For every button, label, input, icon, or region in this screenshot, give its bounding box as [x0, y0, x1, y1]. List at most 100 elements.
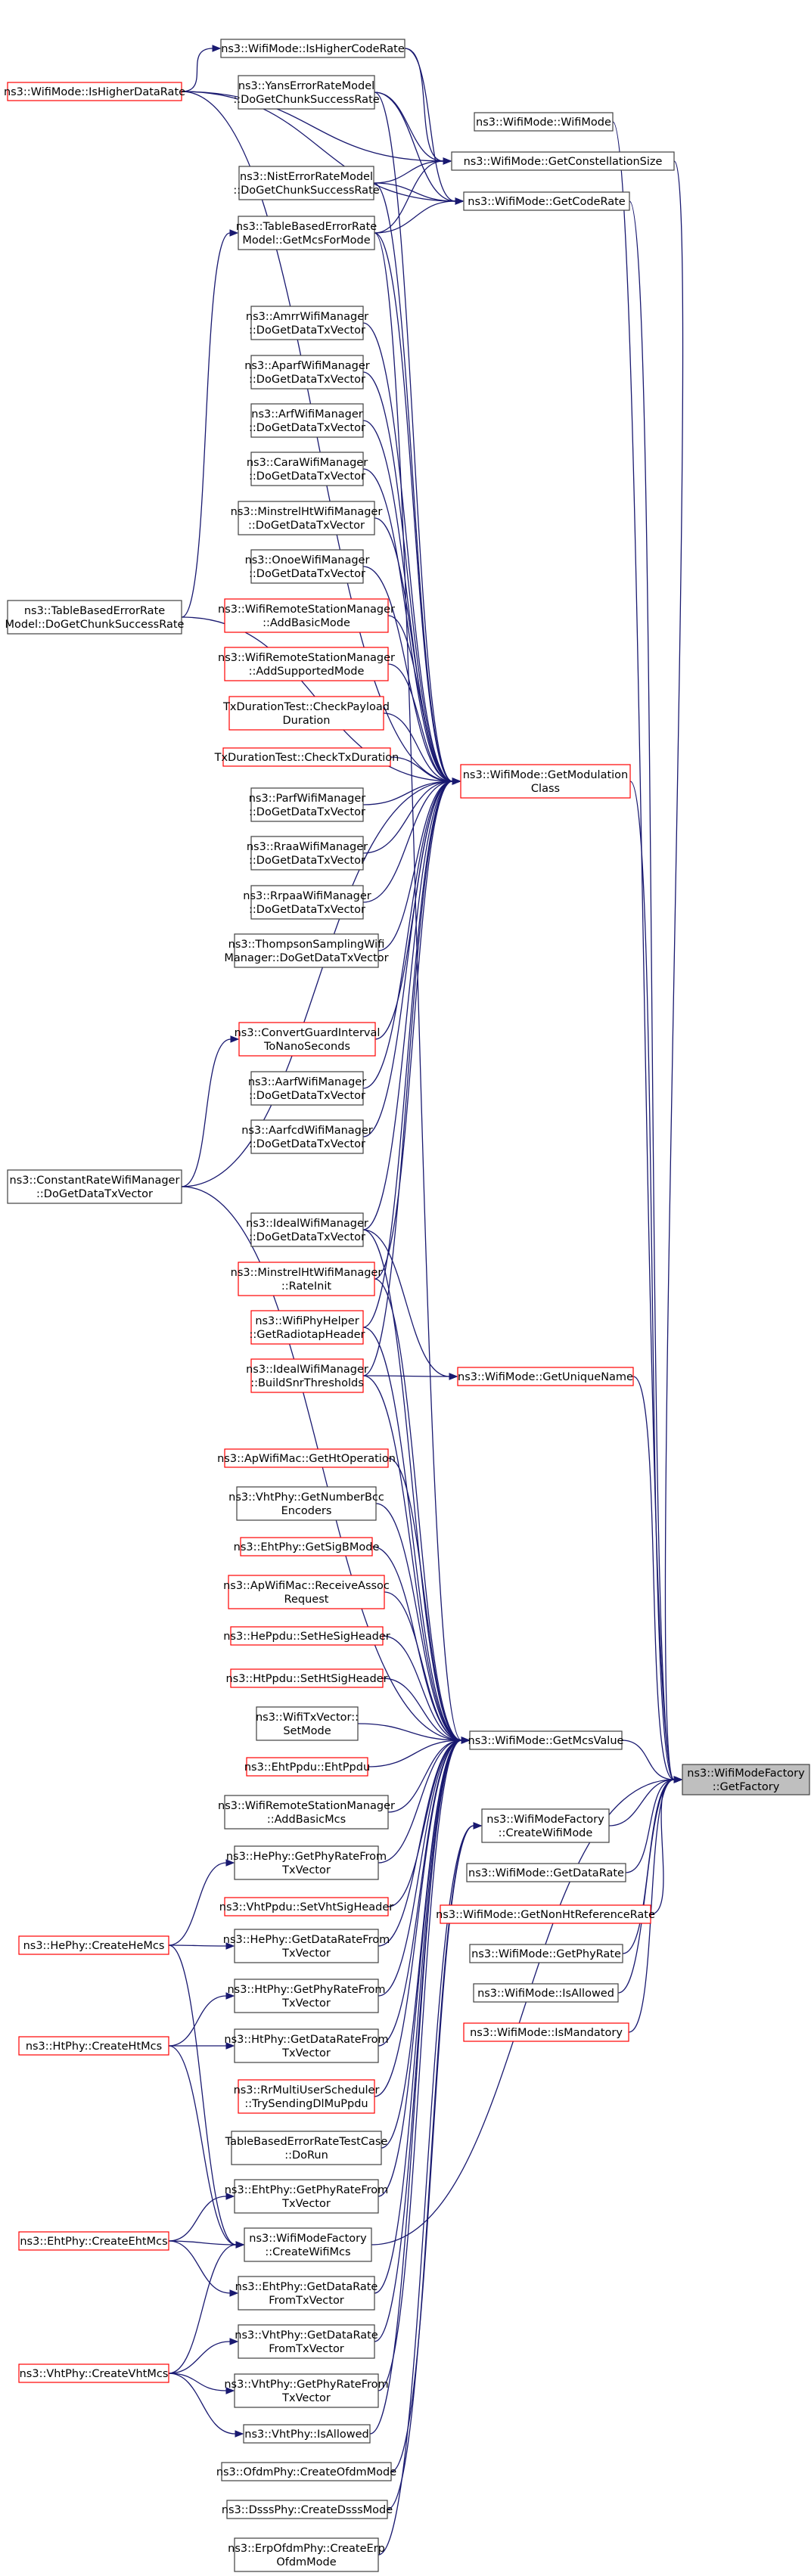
node-createWifiMode[interactable]: ns3::WifiModeFactory::CreateWifiMode — [481, 1808, 610, 1843]
node-amrr[interactable]: ns3::AmrrWifiManager::DoGetDataTxVector — [246, 306, 368, 340]
node-setMode[interactable]: ns3::WifiTxVector::SetMode — [256, 1706, 359, 1741]
edge-isHigherCodeRate-to-getCodeRate — [404, 48, 465, 205]
node-tableGetMcs[interactable]: ns3::TableBasedErrorRateModel::GetMcsFor… — [236, 216, 377, 250]
node-isMandatory[interactable]: ns3::WifiMode::IsMandatory — [463, 2022, 629, 2042]
node-label: ::GetFactory — [713, 1781, 780, 1793]
node-tableChunk[interactable]: ns3::TableBasedErrorRateModel::DoGetChun… — [5, 600, 185, 635]
node-heSig[interactable]: ns3::HePpdu::SetHeSigHeader — [223, 1626, 390, 1646]
node-label: TxVector — [281, 1864, 331, 1876]
node-label: Model::GetMcsForMode — [242, 234, 370, 247]
node-label: ns3::HtPpdu::SetHtSigHeader — [225, 1673, 387, 1685]
node-thompson[interactable]: ns3::ThompsonSamplingWifiManager::DoGetD… — [224, 933, 389, 968]
node-label: ns3::WifiMode::IsAllowed — [477, 1988, 614, 2000]
node-label: SetMode — [283, 1725, 331, 1737]
node-getCodeRate[interactable]: ns3::WifiMode::GetCodeRate — [463, 191, 630, 211]
node-dsssCreate[interactable]: ns3::DsssPhy::CreateDsssMode — [222, 2500, 393, 2519]
node-ehtCreate[interactable]: ns3::EhtPhy::CreateEhtMcs — [18, 2231, 169, 2251]
node-buildSnr[interactable]: ns3::IdealWifiManager::BuildSnrThreshold… — [246, 1358, 368, 1393]
node-ehtPpdu[interactable]: ns3::EhtPpdu::EhtPpdu — [244, 1757, 370, 1777]
node-addBasicMode[interactable]: ns3::WifiRemoteStationManager::AddBasicM… — [218, 598, 395, 633]
node-label: ns3::EhtPpdu::EhtPpdu — [244, 1761, 370, 1774]
node-label: ns3::TableBasedErrorRate — [24, 605, 165, 617]
edge-getMcsValue-to-root — [621, 1740, 683, 1783]
edge-ehtCreate-to-ehtPhyRate — [168, 2193, 235, 2242]
node-getUniqueName[interactable]: ns3::WifiMode::GetUniqueName — [457, 1367, 634, 1386]
node-label: ns3::HtPhy::GetPhyRateFrom — [227, 1984, 385, 1996]
node-ehtSigB[interactable]: ns3::EhtPhy::GetSigBMode — [234, 1537, 380, 1556]
node-aparf[interactable]: ns3::AparfWifiManager::DoGetDataTxVector — [244, 355, 370, 390]
node-label: ::DoRun — [284, 2149, 328, 2162]
node-getMcsValue[interactable]: ns3::WifiMode::GetMcsValue — [468, 1730, 624, 1750]
node-onoe[interactable]: ns3::OnoeWifiManager::DoGetDataTxVector — [245, 549, 370, 584]
node-wifiMode[interactable]: ns3::WifiMode::WifiMode — [474, 112, 614, 132]
node-label: ns3::WifiMode::GetMcsValue — [468, 1735, 624, 1747]
edge-htCreate-to-htDataRate — [169, 2042, 235, 2050]
node-rrMulti[interactable]: ns3::RrMultiUserScheduler::TrySendingDlM… — [234, 2079, 380, 2114]
node-label: ToNanoSeconds — [263, 1041, 350, 1053]
node-vhtSig[interactable]: ns3::VhtPpdu::SetVhtSigHeader — [219, 1897, 394, 1916]
edge-constantRate-to-convertGuard — [181, 1035, 240, 1187]
node-htSig[interactable]: ns3::HtPpdu::SetHtSigHeader — [225, 1668, 388, 1688]
node-constantRate[interactable]: ns3::ConstantRateWifiManager::DoGetDataT… — [7, 1169, 182, 1204]
node-yansErr[interactable]: ns3::YansErrorRateModel::DoGetChunkSucce… — [233, 75, 380, 110]
edge-vhtCreate-to-vhtDataRate — [168, 2338, 239, 2374]
node-getNonHt[interactable]: ns3::WifiMode::GetNonHtReferenceRate — [436, 1904, 655, 1924]
node-minstrelHt[interactable]: ns3::MinstrelHtWifiManager::DoGetDataTxV… — [231, 501, 383, 535]
node-aarfcd[interactable]: ns3::AarfcdWifiManager::DoGetDataTxVecto… — [241, 1119, 373, 1154]
node-label: ns3::HePpdu::SetHeSigHeader — [223, 1631, 390, 1643]
node-htCreate[interactable]: ns3::HtPhy::CreateHtMcs — [18, 2036, 169, 2056]
node-idealTx[interactable]: ns3::IdealWifiManager::DoGetDataTxVector — [246, 1212, 368, 1247]
node-radiotap[interactable]: ns3::WifiPhyHelper::GetRadiotapHeader — [250, 1310, 365, 1345]
node-label: ns3::IdealWifiManager — [246, 1218, 368, 1230]
node-vhtAllowed[interactable]: ns3::VhtPhy::IsAllowed — [243, 2424, 371, 2444]
edge-createWifiMode-to-root — [608, 1776, 683, 1826]
node-rraa[interactable]: ns3::RraaWifiManager::DoGetDataTxVector — [247, 836, 368, 871]
node-getPhyRate[interactable]: ns3::WifiMode::GetPhyRate — [469, 1944, 623, 1963]
node-isAllowed[interactable]: ns3::WifiMode::IsAllowed — [473, 1983, 619, 2003]
node-label: Encoders — [281, 1505, 332, 1517]
node-aarf[interactable]: ns3::AarfWifiManager::DoGetDataTxVector — [248, 1071, 366, 1106]
node-addSupportedMode[interactable]: ns3::WifiRemoteStationManager::AddSuppor… — [218, 647, 395, 681]
node-label: ::DoGetDataTxVector — [249, 324, 365, 337]
node-label: ns3::MinstrelHtWifiManager — [231, 506, 383, 518]
node-getConstellationSize[interactable]: ns3::WifiMode::GetConstellationSize — [451, 151, 675, 171]
node-minstrelInit[interactable]: ns3::MinstrelHtWifiManager::RateInit — [231, 1262, 383, 1296]
node-isHigherCodeRate[interactable]: ns3::WifiMode::IsHigherCodeRate — [220, 39, 406, 58]
node-getDataRate[interactable]: ns3::WifiMode::GetDataRate — [466, 1863, 626, 1882]
node-heCreate[interactable]: ns3::HePhy::CreateHeMcs — [18, 1935, 169, 1955]
node-isHigherDataRate[interactable]: ns3::WifiMode::IsHigherDataRate — [4, 82, 185, 101]
edge-tableGetMcs-to-getCodeRate — [374, 197, 465, 234]
node-apHtOp[interactable]: ns3::ApWifiMac::GetHtOperation — [217, 1448, 396, 1468]
node-label: ns3::HePhy::GetPhyRateFrom — [226, 1851, 387, 1863]
node-vhtCreate[interactable]: ns3::VhtPhy::CreateVhtMcs — [18, 2363, 169, 2383]
node-arf[interactable]: ns3::ArfWifiManager::DoGetDataTxVector — [249, 403, 365, 438]
node-rrpaa[interactable]: ns3::RrpaaWifiManager::DoGetDataTxVector — [243, 885, 371, 920]
node-createWifiMcs[interactable]: ns3::WifiModeFactory::CreateWifiMcs — [244, 2227, 372, 2262]
node-parf[interactable]: ns3::ParfWifiManager::DoGetDataTxVector — [249, 787, 366, 822]
node-label: ns3::WifiMode::IsMandatory — [470, 2027, 623, 2039]
node-label: ns3::WifiTxVector:: — [256, 1712, 359, 1724]
node-checkTx[interactable]: TxDurationTest::CheckTxDuration — [214, 747, 399, 767]
node-ofdmCreate[interactable]: ns3::OfdmPhy::CreateOfdmMode — [216, 2462, 396, 2481]
node-label: ::DoGetDataTxVector — [249, 1090, 365, 1102]
node-tableTest[interactable]: TableBasedErrorRateTestCase::DoRun — [225, 2131, 388, 2165]
node-label: ns3::EhtPhy::GetDataRate — [235, 2281, 378, 2293]
node-nistErr[interactable]: ns3::NistErrorRateModel::DoGetChunkSucce… — [233, 166, 380, 200]
node-root[interactable]: ns3::WifiModeFactory::GetFactory — [682, 1764, 810, 1795]
node-cara[interactable]: ns3::CaraWifiManager::DoGetDataTxVector — [247, 452, 368, 486]
node-addBasicMcs[interactable]: ns3::WifiRemoteStationManager::AddBasicM… — [218, 1795, 395, 1830]
